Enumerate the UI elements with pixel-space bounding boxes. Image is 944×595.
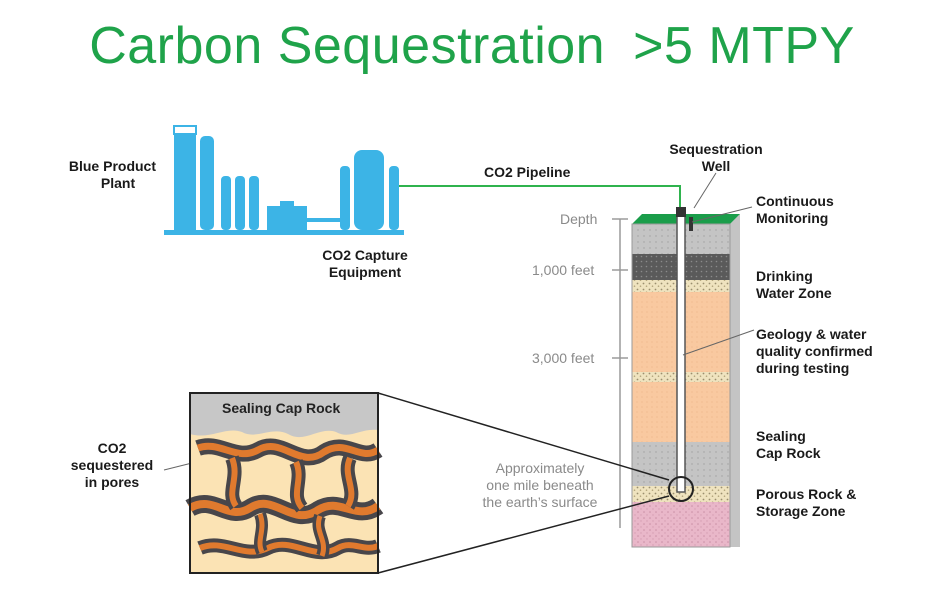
well-label-line2: Well (701, 158, 731, 174)
pores-label: CO2 sequestered in pores (60, 440, 164, 491)
approx-depth-label: Approximately one mile beneath the earth… (470, 460, 610, 511)
capture-equipment-label: CO2 Capture Equipment (310, 247, 420, 281)
drinking-label-line1: Drinking (756, 268, 813, 284)
plant-label-line1: Blue Product (68, 158, 156, 174)
pores-label-line1: CO2 (97, 440, 127, 456)
cap-rock-inset (185, 392, 384, 574)
sequestration-well (668, 207, 694, 502)
depth-label: Depth (560, 211, 598, 227)
depth-scale (612, 218, 628, 528)
capture-label-line2: Equipment (328, 264, 402, 280)
page-title: Carbon Sequestration >5 MTPY (0, 16, 944, 76)
sealing-label-line1: Sealing (756, 428, 806, 444)
well-label: Sequestration Well (658, 141, 774, 175)
monitoring-label-line1: Continuous (756, 193, 834, 209)
blue-product-plant (164, 125, 404, 235)
well-label-line1: Sequestration (669, 141, 763, 157)
sealing-label: Sealing Cap Rock (756, 428, 821, 462)
drinking-water-label: Drinking Water Zone (756, 268, 832, 302)
monitoring-label: Continuous Monitoring (756, 193, 834, 227)
plant-label-line2: Plant (100, 175, 136, 191)
title-target: >5 MTPY (633, 17, 855, 75)
capture-label-line1: CO2 Capture (322, 247, 408, 263)
pipeline-label: CO2 Pipeline (484, 164, 571, 180)
callout-lines (163, 172, 755, 471)
geology-label-line1: Geology & water (756, 326, 867, 342)
porous-rock-label: Porous Rock & Storage Zone (756, 486, 856, 520)
geology-label-line2: quality confirmed (756, 343, 873, 359)
approx-label-line2: one mile beneath (486, 477, 594, 493)
approx-label-line1: Approximately (495, 460, 585, 476)
monitoring-label-line2: Monitoring (756, 210, 829, 226)
inset-title: Sealing Cap Rock (222, 400, 341, 416)
drinking-label-line2: Water Zone (756, 285, 832, 301)
co2-pipeline (399, 185, 681, 212)
geological-column (631, 214, 740, 548)
geology-label-line3: during testing (756, 360, 850, 376)
pores-label-line2: sequestered (70, 457, 154, 473)
title-main: Carbon Sequestration (89, 17, 606, 75)
approx-label-line3: the earth’s surface (482, 494, 598, 510)
geology-label: Geology & water quality confirmed during… (756, 326, 873, 377)
pores-label-line3: in pores (84, 474, 140, 490)
porous-label-line1: Porous Rock & (756, 486, 857, 502)
plant-label: Blue Product Plant (60, 158, 156, 192)
zoom-lines (377, 392, 670, 574)
depth-3000-label: 3,000 feet (532, 350, 595, 366)
sealing-label-line2: Cap Rock (756, 445, 821, 461)
porous-label-line2: Storage Zone (756, 503, 846, 519)
depth-1000-label: 1,000 feet (532, 262, 595, 278)
